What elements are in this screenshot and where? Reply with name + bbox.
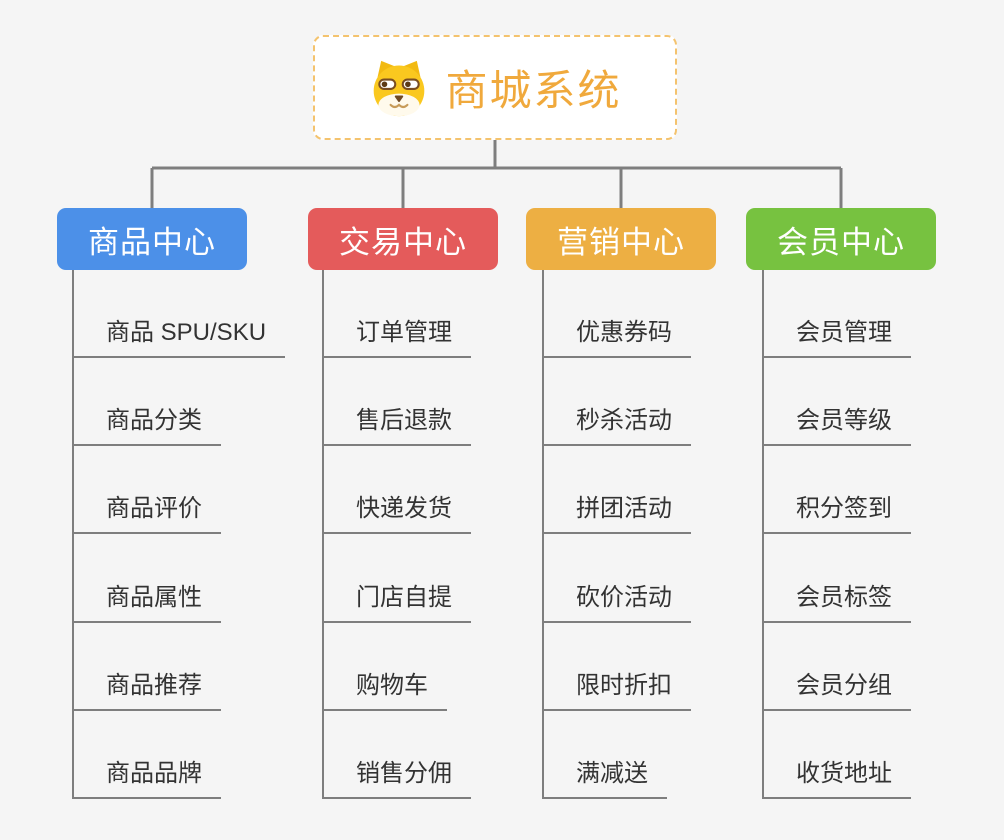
branch-product-center[interactable]: 商品中心 xyxy=(57,208,247,270)
leaf-row: 秒杀活动 xyxy=(544,358,794,447)
leaf-topic[interactable]: 会员标签 xyxy=(764,577,911,623)
leaf-topic[interactable]: 收货地址 xyxy=(764,753,911,799)
branch-column-marketing: 优惠券码 秒杀活动 拼团活动 砍价活动 限时折扣 满减送 xyxy=(542,270,794,799)
leaf-topic[interactable]: 商品分类 xyxy=(74,400,221,447)
leaf-row: 商品推荐 xyxy=(74,623,324,711)
leaf-row: 快递发货 xyxy=(324,446,574,535)
leaf-topic[interactable]: 优惠券码 xyxy=(544,312,691,359)
leaf-topic[interactable]: 积分签到 xyxy=(764,488,911,535)
leaf-topic[interactable]: 商品评价 xyxy=(74,488,221,535)
leaf-row: 订单管理 xyxy=(324,270,574,359)
leaf-topic[interactable]: 拼团活动 xyxy=(544,488,691,535)
leaf-row: 销售分佣 xyxy=(324,711,574,799)
leaf-topic[interactable]: 会员管理 xyxy=(764,312,911,359)
leaf-row: 会员分组 xyxy=(764,623,1004,711)
leaf-row: 会员管理 xyxy=(764,270,1004,359)
branch-column-trade: 订单管理 售后退款 快递发货 门店自提 购物车 销售分佣 xyxy=(322,270,574,799)
leaf-row: 收货地址 xyxy=(764,711,1004,799)
leaf-topic[interactable]: 售后退款 xyxy=(324,400,471,447)
leaf-topic[interactable]: 商品推荐 xyxy=(74,665,221,711)
leaf-row: 积分签到 xyxy=(764,446,1004,535)
leaf-row: 满减送 xyxy=(544,711,794,799)
leaf-row: 门店自提 xyxy=(324,534,574,623)
leaf-row: 商品品牌 xyxy=(74,711,324,799)
branch-member-center[interactable]: 会员中心 xyxy=(746,208,936,270)
leaf-topic[interactable]: 门店自提 xyxy=(324,577,471,623)
leaf-row: 商品分类 xyxy=(74,358,324,447)
leaf-row: 商品属性 xyxy=(74,534,324,623)
leaf-row: 会员标签 xyxy=(764,534,1004,623)
leaf-topic[interactable]: 商品属性 xyxy=(74,577,221,623)
leaf-topic[interactable]: 秒杀活动 xyxy=(544,400,691,447)
leaf-topic[interactable]: 会员等级 xyxy=(764,400,911,447)
leaf-topic[interactable]: 会员分组 xyxy=(764,665,911,711)
leaf-row: 限时折扣 xyxy=(544,623,794,711)
connector-path xyxy=(150,140,843,208)
leaf-row: 售后退款 xyxy=(324,358,574,447)
branch-trade-center[interactable]: 交易中心 xyxy=(308,208,498,270)
leaf-topic[interactable]: 快递发货 xyxy=(324,488,471,535)
shiba-dog-face-icon xyxy=(374,60,425,116)
leaf-topic[interactable]: 商品品牌 xyxy=(74,753,221,799)
leaf-topic[interactable]: 销售分佣 xyxy=(324,753,471,799)
leaf-row: 商品评价 xyxy=(74,446,324,535)
leaf-topic[interactable]: 限时折扣 xyxy=(544,665,691,711)
leaf-row: 拼团活动 xyxy=(544,446,794,535)
root-topic[interactable]: 商城系统 xyxy=(313,35,677,140)
leaf-row: 购物车 xyxy=(324,623,574,711)
leaf-row: 砍价活动 xyxy=(544,534,794,623)
leaf-topic[interactable]: 订单管理 xyxy=(324,312,471,359)
leaf-topic[interactable]: 购物车 xyxy=(324,665,447,711)
branch-column-member: 会员管理 会员等级 积分签到 会员标签 会员分组 收货地址 xyxy=(762,270,1004,799)
leaf-row: 会员等级 xyxy=(764,358,1004,447)
leaf-row: 优惠券码 xyxy=(544,270,794,359)
branch-marketing-center[interactable]: 营销中心 xyxy=(526,208,716,270)
branch-column-product: 商品 SPU/SKU 商品分类 商品评价 商品属性 商品推荐 商品品牌 xyxy=(72,270,324,799)
leaf-topic[interactable]: 满减送 xyxy=(544,753,667,799)
leaf-topic[interactable]: 砍价活动 xyxy=(544,577,691,623)
leaf-topic[interactable]: 商品 SPU/SKU xyxy=(74,312,286,359)
root-topic-title: 商城系统 xyxy=(445,67,622,114)
leaf-row: 商品 SPU/SKU xyxy=(74,270,324,359)
